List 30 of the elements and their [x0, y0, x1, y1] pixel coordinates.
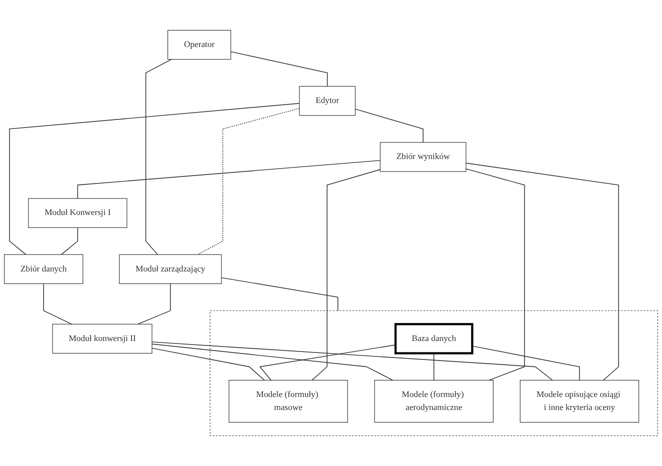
node-box: Modele opisujące osiągi i inne kryteria oceny [520, 380, 640, 423]
connector [259, 344, 396, 381]
connector [60, 227, 78, 255]
connector [466, 162, 619, 381]
node-box: Operator [168, 30, 232, 60]
node-box: Moduł konwersji II [52, 324, 152, 354]
connector [230, 51, 328, 87]
node-box: Zbiór danych [4, 254, 84, 284]
node-box: Moduł Konwersji I [28, 198, 128, 228]
node-box: Modele (formuły) masowe [228, 380, 348, 423]
node-box: Moduł zarządzający [119, 254, 222, 284]
node-box: Edytor [299, 86, 356, 116]
connector [221, 277, 338, 311]
connector [466, 168, 525, 381]
cluster [210, 310, 658, 436]
connector [43, 283, 72, 324]
connector [145, 59, 172, 255]
connector [472, 346, 580, 381]
connector [137, 283, 171, 324]
connector [354, 108, 424, 143]
node-box: Baza danych [394, 323, 474, 354]
connector [77, 160, 381, 199]
connector [9, 103, 300, 255]
connector [152, 344, 394, 381]
connector [152, 342, 553, 381]
node-box: Modele (formuły) aerodynamiczne [374, 380, 494, 423]
connector [312, 169, 381, 381]
node-box: Zbiór wyników [380, 142, 466, 172]
connector [197, 108, 300, 255]
connector [152, 348, 265, 381]
